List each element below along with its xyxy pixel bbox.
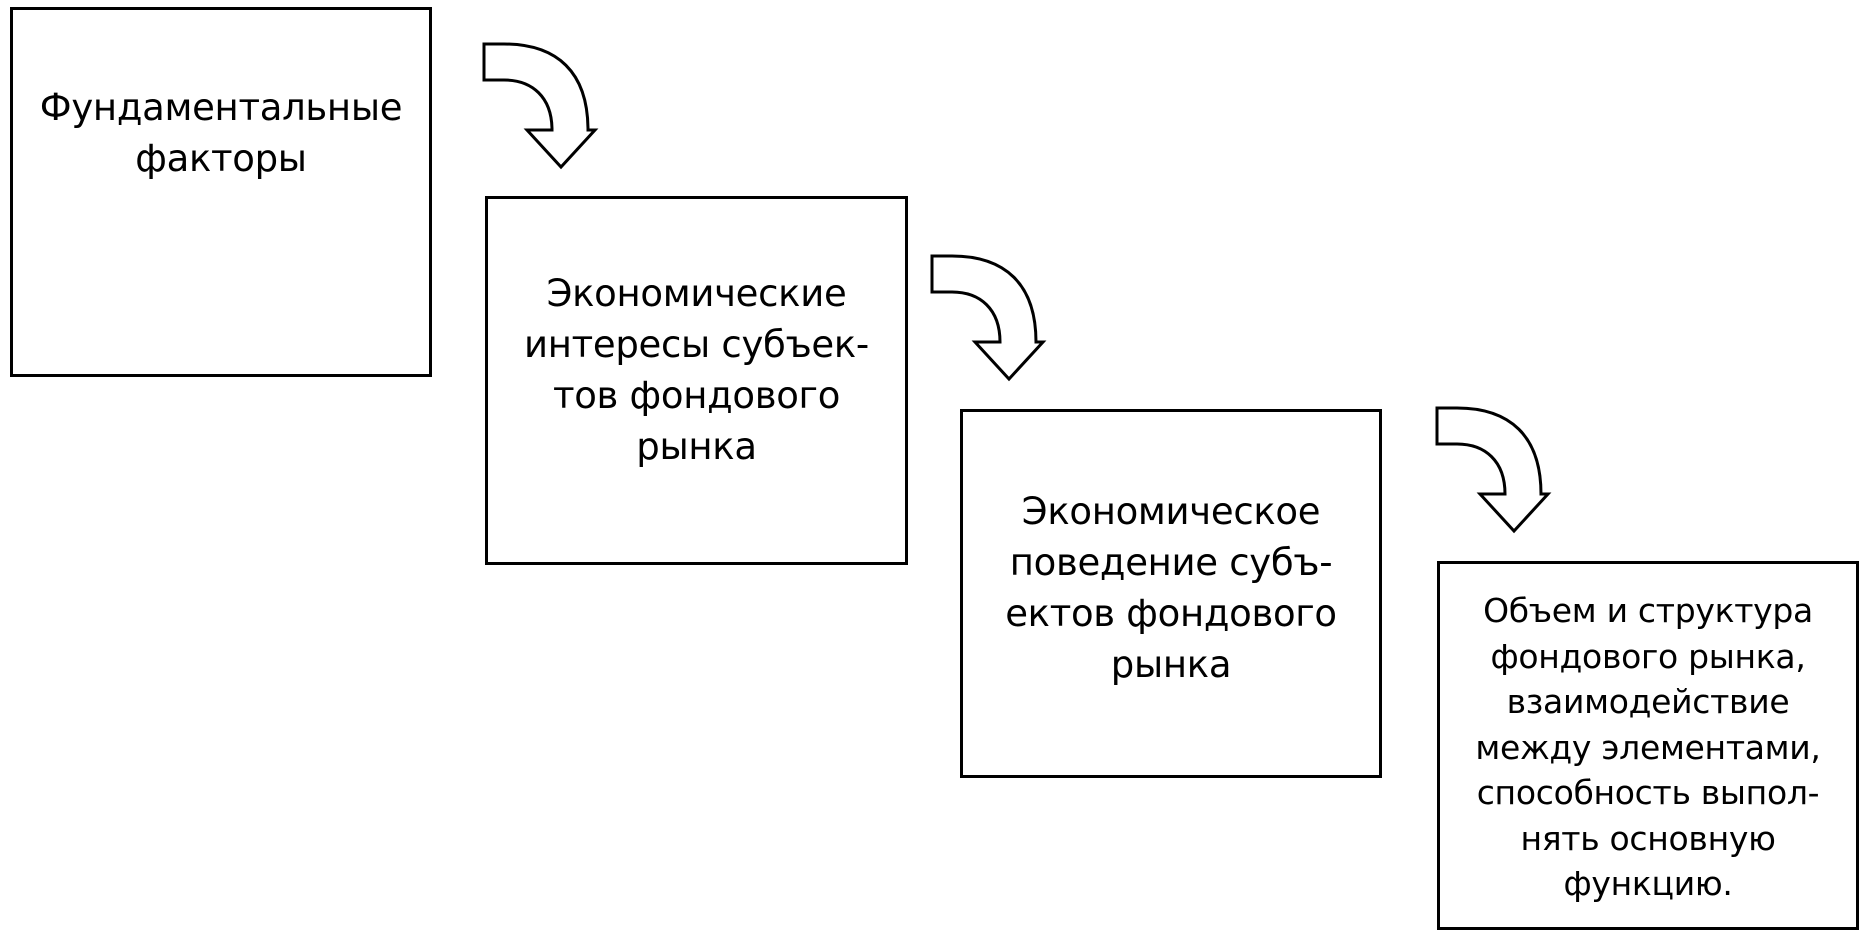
box-economic-interests: Экономические интересы субъек- тов фондо…: [485, 196, 908, 565]
box-text-line: Экономическое: [1021, 490, 1321, 533]
box-text-line: Экономические: [546, 272, 847, 315]
curved-down-arrow-icon: [482, 42, 599, 170]
box-text-line: фондового рынка,: [1490, 636, 1806, 676]
box-fundamental-factors: Фундаментальные факторы: [10, 7, 432, 377]
box-text-line: функцию.: [1563, 864, 1733, 903]
box-text-line: рынка: [636, 425, 757, 468]
curved-down-arrow-icon: [930, 254, 1047, 382]
box-text-line: рынка: [1110, 643, 1232, 686]
box-text-line: взаимодействие: [1506, 682, 1790, 721]
box-text-line: между элементами,: [1475, 727, 1821, 767]
box-text-line: способность выпол-: [1476, 773, 1820, 812]
box-text-line: интересы субъек-: [524, 323, 869, 366]
box-text-line: тов фондового: [552, 374, 841, 417]
box-text-line: Объем и структура: [1483, 591, 1813, 630]
curved-down-arrow-icon: [1435, 406, 1552, 534]
box-text-line: факторы: [135, 137, 307, 180]
box-text-line: ектов фондового: [1005, 592, 1337, 635]
box-text-line: Фундаментальные: [39, 86, 403, 129]
box-market-structure: Объем и структура фондового рынка, взаим…: [1437, 561, 1859, 930]
box-text-line: поведение субъ-: [1009, 541, 1333, 584]
box-economic-behavior: Экономическое поведение субъ- ектов фонд…: [960, 409, 1382, 778]
box-text-line: нять основную: [1520, 818, 1776, 858]
